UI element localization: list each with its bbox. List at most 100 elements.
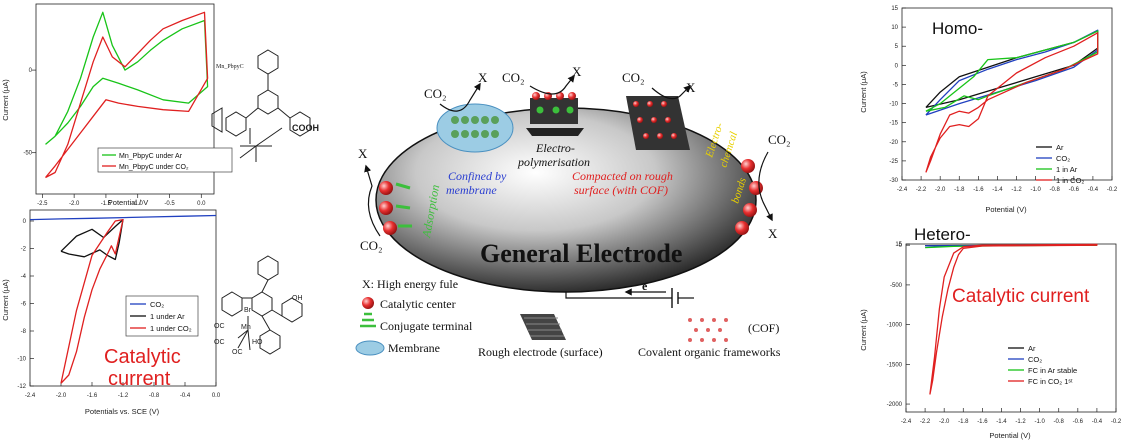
molecule-b-oc3: OC [232, 349, 243, 356]
chartC-xtick-4: -1.6 [973, 187, 984, 193]
chartD-xtick-0: -2.4 [901, 419, 912, 425]
chartD-xlabel: Potential (V) [989, 431, 1031, 440]
cof-stack [626, 96, 690, 150]
chartC-xtick-6: -1.2 [1011, 187, 1022, 193]
chartC-xtick-9: -0.6 [1069, 187, 1080, 193]
molecule-a-label: Mn_PbpyC [216, 64, 244, 70]
chart-d-label: Hetero- [914, 225, 971, 244]
chartD-xtick-1: -2.2 [920, 419, 931, 425]
membrane [437, 104, 513, 152]
key-membrane-icon [356, 341, 384, 355]
key-cof-icon [688, 318, 728, 342]
chartC-ylabel: Current (μA) [859, 71, 868, 113]
chartC-xtick-11: -0.2 [1107, 187, 1118, 193]
molecule-b-oc1: OC [214, 323, 225, 330]
chartB-xtick-5: -0.4 [180, 393, 191, 399]
chartC-ytick-9: -30 [889, 178, 898, 184]
chartA-xtick-0: -2.5 [37, 201, 48, 207]
chartC-series-3 [926, 33, 1098, 173]
circuit-wire [566, 292, 672, 298]
chartB-ytick-3: -6 [21, 302, 27, 308]
x-mid-label: X [572, 64, 582, 79]
chartC-xtick-0: -2.4 [897, 187, 908, 193]
chart-a-legend-ar: Mn_PbpyC under Ar [119, 153, 183, 160]
chartD-xtick-8: -0.8 [1054, 419, 1065, 425]
co2-mid-label: CO₂ [502, 70, 525, 85]
chartD-ytick-1: 0 [899, 243, 903, 249]
electrode-title: General Electrode [480, 239, 682, 268]
chartD-xtick-4: -1.6 [977, 419, 988, 425]
chart-d-legend: Ar CO₂ FC in Ar stable FC in CO₂ 1ˢᵗ [1008, 344, 1077, 386]
chartC-xtick-7: -1.0 [1030, 187, 1041, 193]
chart-b-legend-cat: 1 under CO₂ [150, 324, 192, 333]
chartD-ytick-4: -1500 [887, 362, 903, 368]
chartC-ytick-0: 15 [891, 6, 898, 12]
confined-label-2: membrane [446, 183, 497, 197]
chartB-ylabel: Current (μA) [1, 279, 10, 321]
chartB-ytick-1: -2 [21, 247, 27, 253]
chartA-xlabel: Potential / V [108, 198, 148, 207]
chartB-xtick-2: -1.6 [87, 393, 98, 399]
chartC-xtick-8: -0.8 [1050, 187, 1061, 193]
chartC-ytick-7: -20 [889, 140, 898, 146]
arrow-mid [530, 76, 574, 94]
chartC-xlabel: Potential (V) [985, 205, 1027, 214]
key-x: X: High energy fule [362, 277, 458, 291]
chartD-ytick-3: -1000 [887, 323, 903, 329]
chartC-series-2 [926, 31, 1098, 111]
chartA-xtick-1: -2.0 [69, 201, 80, 207]
chartA-ylabel: Current (μA) [1, 79, 10, 121]
chartD-xtick-3: -1.8 [958, 419, 969, 425]
chartA-xtick-4: -0.5 [164, 201, 175, 207]
chartC-xtick-3: -1.8 [954, 187, 965, 193]
chartA-ytick-1: -50 [23, 151, 32, 157]
chartC-ytick-8: -25 [889, 159, 898, 165]
chart-c-legend: Ar CO₂ 1 in Ar 1 in CO₂ [1036, 143, 1084, 185]
confined-label-1: Confined by [448, 169, 507, 183]
chartC-ytick-1: 10 [891, 25, 898, 31]
chart-d-catalytic: Catalytic current [952, 286, 1090, 307]
chart-d-legend-1: CO₂ [1028, 355, 1042, 364]
compacted-label-1: Compacted on rough [572, 169, 673, 183]
chartC-ytick-2: 5 [895, 44, 899, 50]
x-left-top-label: X [478, 70, 488, 85]
chartB-xtick-4: -0.8 [149, 393, 160, 399]
key-rough: Rough electrode (surface) [478, 345, 603, 359]
chartB-xtick-0: -2.4 [25, 393, 36, 399]
chartA-ytick-0: 0 [29, 68, 33, 74]
co2-right-label: CO₂ [768, 132, 791, 147]
chartB-ytick-4: -8 [21, 329, 27, 335]
chartB-series-1 [61, 220, 123, 260]
key-catalytic-icon [362, 297, 374, 309]
electro-label-2: polymerisation [517, 155, 590, 169]
chart-c-series [926, 30, 1098, 172]
molecule-b-mn: Mn [241, 324, 251, 331]
chartC-xtick-5: -1.4 [992, 187, 1003, 193]
key-conjugate-icon [360, 314, 376, 326]
chartD-xtick-5: -1.4 [996, 419, 1007, 425]
chartB-xlabel: Potentials vs. SCE (V) [85, 407, 160, 416]
chartC-xtick-2: -2.0 [935, 187, 946, 193]
key-mem: Membrane [388, 341, 440, 355]
chartB-xtick-6: 0.0 [212, 393, 221, 399]
chartD-xtick-6: -1.2 [1015, 419, 1026, 425]
x-left-label: X [358, 146, 368, 161]
chartB-ytick-5: -10 [17, 357, 26, 363]
co2-left-label: CO₂ [360, 238, 383, 253]
chart-c-label: Homo- [932, 19, 983, 38]
electropolymer-stack [526, 92, 584, 136]
chartD-xtick-10: -0.4 [1092, 419, 1103, 425]
molecule-b-oh: OH [292, 295, 303, 302]
chartD-xtick-9: -0.6 [1073, 419, 1084, 425]
chartB-ytick-0: 0 [23, 219, 27, 225]
chart-b-legend-co2: CO₂ [150, 300, 164, 309]
key-cat: Catalytic center [380, 297, 456, 311]
molecule-b-br: Br [244, 307, 252, 314]
molecule-b-oc2: OC [214, 339, 225, 346]
chart-d-legend-2: FC in Ar stable [1028, 366, 1077, 375]
chart-c-legend-0: Ar [1056, 143, 1064, 152]
